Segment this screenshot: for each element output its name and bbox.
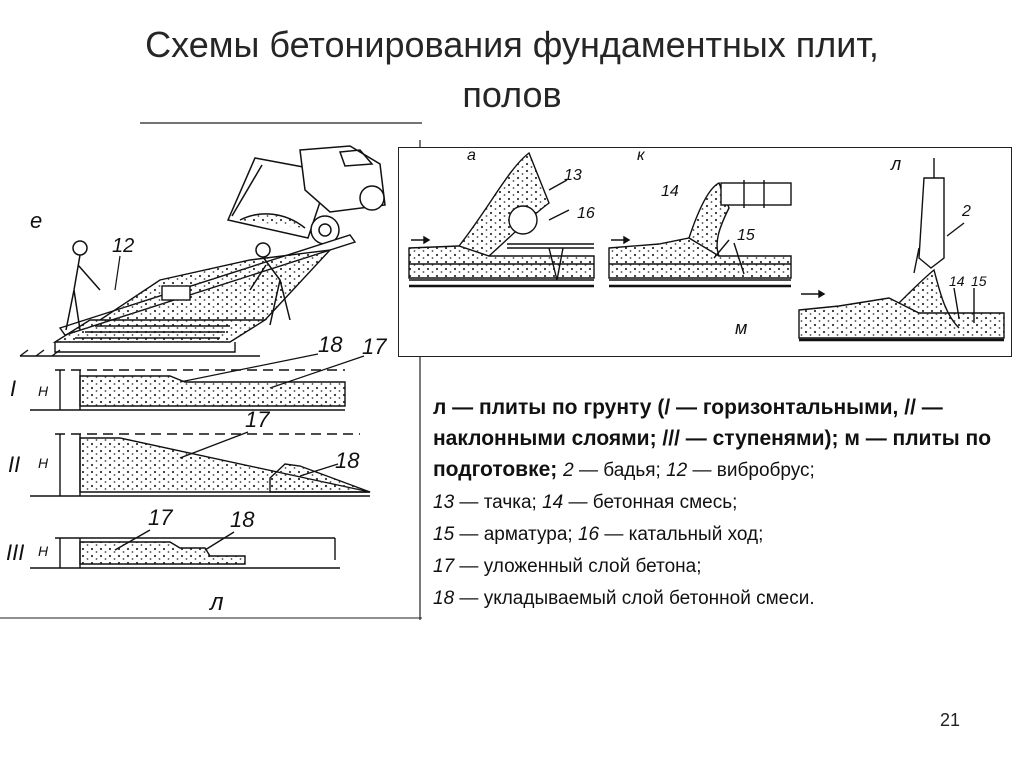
legend-number-13: 13 [433, 492, 455, 513]
figure-right-feeding-methods: а к л 13 16 [398, 147, 1012, 357]
label-2: 2 [961, 203, 971, 220]
panel-k-pipe [608, 180, 792, 288]
legend-number-17: 17 [433, 556, 455, 577]
letter-k: к [637, 148, 646, 164]
figure-left-concreting-schemes: е [0, 120, 425, 620]
row-label-III: III [6, 540, 24, 565]
legend-text-17: — уложенный слой бетона; [454, 556, 702, 577]
figure-right-drawing: а к л 13 16 [408, 147, 1005, 342]
legend-text-18: — укладываемый слой бетонной смеси. [454, 588, 815, 609]
legend-text-12: — вибробрус; [687, 460, 815, 481]
slab-formwork-drawing [19, 234, 357, 357]
legend-text-14: — бетонная смесь; [563, 492, 738, 513]
row-label-I: I [10, 376, 16, 401]
scheme-I-horizontal-layers [30, 369, 346, 411]
workers-drawing [65, 240, 291, 331]
height-label-II: H [38, 455, 49, 471]
slide-title-line-1: Схемы бетонирования фундаментных плит, [145, 24, 879, 65]
label-14-l: 14 [949, 273, 965, 289]
label-17-bottom: 17 [148, 505, 173, 530]
label-18-top: 18 [318, 332, 343, 357]
slide-title: Схемы бетонирования фундаментных плит, п… [60, 20, 964, 120]
letter-l-right: л [890, 154, 901, 174]
scheme-II-sloped-layers [30, 431, 371, 497]
slide-title-line-2: полов [462, 74, 562, 115]
label-18-bottom: 18 [230, 507, 255, 532]
panel-a-wheelbarrow [408, 151, 595, 288]
page-number: 21 [940, 710, 961, 730]
legend-number-12: 12 [666, 460, 688, 481]
legend-text-16: — катальный ход; [599, 524, 764, 545]
panel-l-bucket [798, 158, 1005, 342]
legend-number-15: 15 [433, 524, 455, 545]
legend-number-2: 2 [563, 460, 574, 481]
legend-text-15: — арматура; [454, 524, 578, 545]
figure-left-letter-bottom: л [208, 589, 224, 616]
figure-left-drawing: е [0, 122, 425, 620]
label-17-top: 17 [362, 334, 387, 359]
row-label-II: II [8, 452, 20, 477]
label-15-k: 15 [737, 227, 755, 244]
figure-caption: л — плиты по грунту (/ — горизонтальными… [433, 392, 1013, 614]
caption-legend: 2 — бадья; 12 — вибробрус; 13 — тачка; 1… [433, 460, 815, 609]
legend-number-16: 16 [577, 524, 600, 545]
legend-text-13: — тачка; [454, 492, 543, 513]
legend-text-2: — бадья; [573, 460, 667, 481]
dump-truck-drawing [226, 145, 386, 245]
height-label-I: H [38, 383, 49, 399]
caption-bold-text: л — плиты по грунту (/ — горизонтальными… [433, 396, 992, 481]
label-12: 12 [112, 235, 134, 257]
label-18-middle: 18 [335, 448, 360, 473]
legend-number-14: 14 [542, 492, 564, 513]
legend-number-18: 18 [433, 588, 455, 609]
label-16: 16 [577, 205, 595, 222]
label-17-middle: 17 [245, 407, 270, 432]
height-label-III: H [38, 543, 49, 559]
label-14-k: 14 [661, 183, 679, 200]
figure-left-letter-top: е [30, 208, 42, 233]
label-15-l: 15 [971, 273, 987, 289]
label-13: 13 [564, 167, 582, 184]
letter-a: а [467, 148, 476, 164]
letter-m: м [735, 318, 747, 338]
scheme-III-stepped-layers [30, 529, 340, 569]
